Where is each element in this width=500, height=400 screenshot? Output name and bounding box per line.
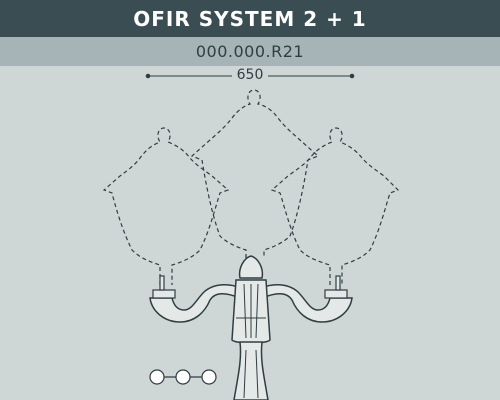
left-pin	[159, 275, 165, 291]
title-bar: OFIR SYSTEM 2 + 1	[0, 0, 500, 37]
central-stem-cap	[238, 255, 264, 279]
center-lantern-outline	[190, 89, 320, 258]
dimension-line	[145, 73, 355, 79]
right-pin	[335, 275, 341, 291]
post-shaft	[233, 341, 269, 400]
code-bar: 000.000.R21	[0, 37, 500, 66]
right-holder	[324, 289, 348, 299]
left-holder	[152, 289, 176, 299]
left-lantern-outline	[102, 127, 230, 285]
product-code: 000.000.R21	[195, 42, 305, 61]
three-circles-icon	[149, 369, 217, 385]
lamp-diagram	[102, 73, 400, 400]
width-dimension-label: 650	[232, 67, 268, 83]
right-lantern-outline	[270, 127, 400, 285]
product-title: OFIR SYSTEM 2 + 1	[133, 6, 367, 31]
